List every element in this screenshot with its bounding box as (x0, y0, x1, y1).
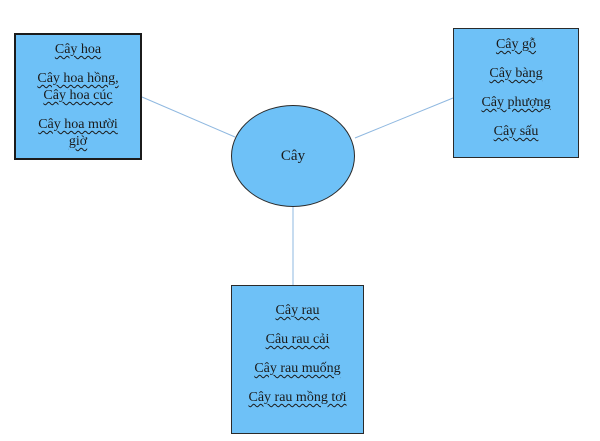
group-box-vegetables: Cây rau Câu rau cải Cây rau muống Cây ra… (231, 285, 364, 434)
group-item: Cây phượng (481, 95, 551, 110)
group-box-flowers: Cây hoa Cây hoa hồng, Cây hoa cúc Cây ho… (14, 33, 142, 160)
group-item: Cây rau muống (254, 361, 341, 376)
group-item: Cây hoa (54, 42, 102, 57)
group-item: Cây gỗ (495, 37, 537, 52)
group-item: Cây hoa mười giờ (38, 117, 118, 149)
center-node: Cây (231, 105, 355, 207)
connector-center-to-wood (354, 97, 454, 139)
group-item: Cây rau (275, 303, 320, 318)
connector-center-to-flowers (141, 96, 236, 138)
center-label: Cây (280, 147, 306, 164)
group-item: Cây rau mồng tơi (248, 390, 347, 405)
group-item: Câu rau cải (265, 332, 330, 347)
group-item: Cây hoa hồng, Cây hoa cúc (37, 71, 119, 103)
group-item: Cây sấu (493, 124, 539, 139)
group-box-wood: Cây gỗ Cây bàng Cây phượng Cây sấu (453, 28, 579, 158)
group-item: Cây bàng (489, 66, 543, 81)
